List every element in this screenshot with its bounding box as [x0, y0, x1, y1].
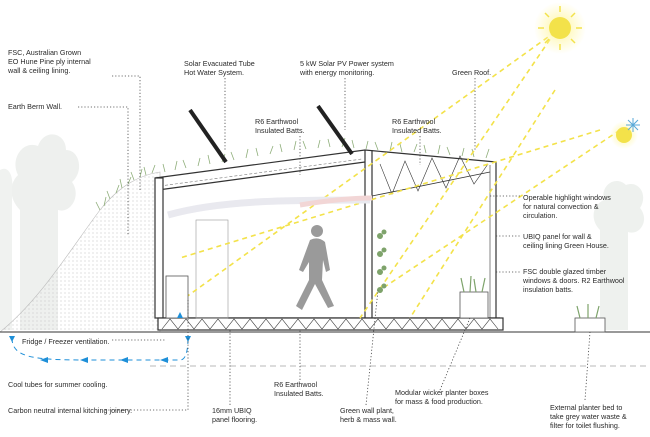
wicker-planter: [459, 275, 489, 319]
label-green-roof: Green Roof.: [452, 68, 492, 77]
label-r6-ceiling-left: R6 Earthwool Insulated Batts.: [255, 117, 305, 135]
label-planter-bed: External planter bed to take grey water …: [550, 403, 627, 430]
label-green-wall: Green wall plant, herb & mass wall.: [340, 406, 397, 424]
warm-air-ribbon: [299, 195, 373, 208]
sun-rays: [174, 31, 621, 319]
label-earth-berm: Earth Berm Wall.: [8, 102, 63, 111]
label-highlight-windows: Operable highlight windows for natural c…: [523, 193, 611, 220]
label-r6-ceiling-right: R6 Earthwool Insulated Batts.: [392, 117, 442, 135]
label-ubiq-wall: UBIQ panel for wall & ceiling lining Gre…: [523, 232, 609, 250]
earth-berm: [0, 171, 161, 333]
label-fsc-glazed: FSC double glazed timber windows & doors…: [523, 267, 625, 294]
green-wall-plants: [377, 229, 387, 293]
solar-pv-panel: [316, 104, 354, 156]
label-r6-floor: R6 Earthwool Insulated Batts.: [274, 380, 324, 398]
fridge-unit: [165, 275, 189, 319]
label-fsc-pine: FSC, Australian Grown EO Hune Pine ply i…: [8, 48, 91, 75]
label-solar-pv: 5 kW Solar PV Power system with energy m…: [300, 59, 394, 77]
label-fridge: Fridge / Freezer ventilation.: [22, 337, 110, 346]
snowflake-sun-icon: [610, 118, 640, 149]
person-silhouette-icon: [296, 225, 334, 310]
leader-lines: [78, 75, 591, 411]
label-joinery: Carbon neutral internal kitching joinery…: [8, 406, 133, 415]
sun-icon: [534, 2, 586, 54]
label-solar-tube: Solar Evacuated Tube Hot Water System.: [184, 59, 255, 77]
house-section: [154, 149, 504, 331]
airflow-ribbon: [167, 196, 371, 219]
label-cool-tubes: Cool tubes for summer cooling.: [8, 380, 108, 389]
label-ubiq-floor: 16mm UBIQ panel flooring.: [212, 406, 258, 424]
solar-tube-collector: [188, 108, 228, 164]
cool-tubes: [9, 312, 191, 363]
background-trees: [0, 134, 645, 330]
berm-grass: [95, 164, 156, 211]
label-wicker: Modular wicker planter boxes for mass & …: [395, 388, 489, 406]
external-planter-bed: [574, 304, 606, 333]
